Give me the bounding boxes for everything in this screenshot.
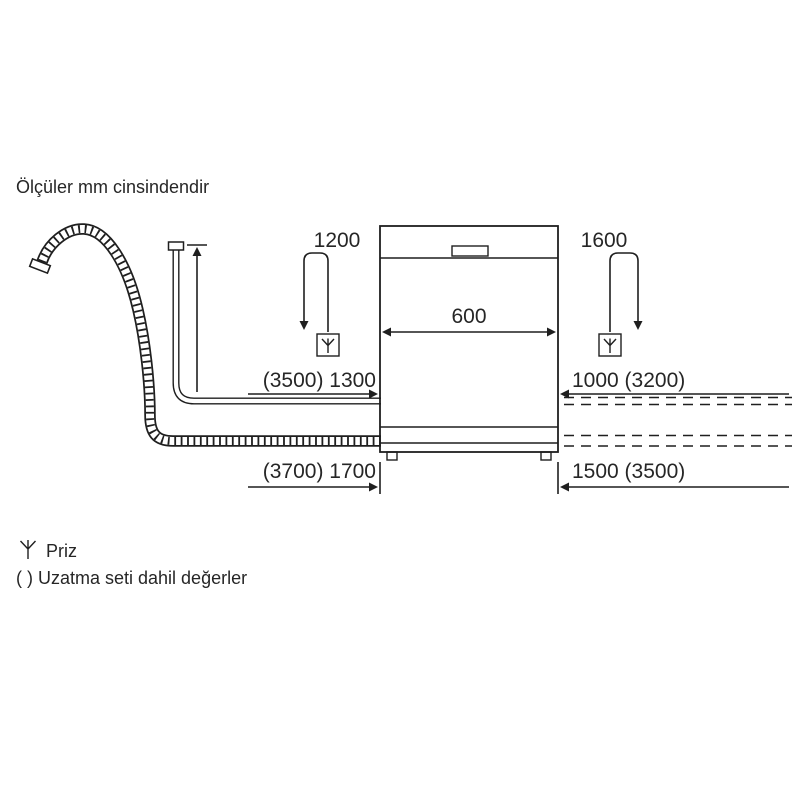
dimension-socket-height-right: 1600 [581,229,643,357]
dimension-drain-right: 1500 (3500) [560,460,789,492]
projection-lines [379,462,559,494]
arrow-right-icon [369,389,378,399]
diagram-title: Ölçüler mm cinsindendir [16,177,209,197]
supply-hose [167,241,381,405]
arrow-left-icon [560,389,569,399]
dishwasher-body [379,225,559,453]
arrow-left-icon [382,327,391,337]
arrow-right-icon [369,482,378,492]
drain-hose [28,223,381,447]
dimension-supply-left: (3500) 1300 [248,369,378,399]
socket-icon [603,338,617,353]
arrow-up-icon [192,247,202,256]
height-reference-line [187,244,207,392]
dimension-label: (3500) 1300 [263,369,376,392]
foot-right [540,451,552,461]
socket-box [316,333,340,357]
dishwasher [379,225,559,461]
drain-hose-corrugation [38,225,381,445]
drain-hose-end-cap [28,257,52,275]
drain-hose-inner [38,225,381,445]
dimension-drain-left: (3700) 1700 [248,460,378,492]
dimension-socket-height-left: 1200 [299,229,361,357]
socket-icon [19,540,37,559]
arrow-down-icon [633,321,643,330]
legend: Priz ( ) Uzatma seti dahil değerler [16,540,247,588]
dimension-label: 1600 [581,229,628,252]
supply-hose-inner [173,250,381,404]
socket-icon [321,338,335,353]
foot-left [386,451,398,461]
arrow-down-icon [299,321,309,330]
socket-left [316,333,340,357]
dimension-label: 1000 (3200) [572,369,685,392]
leader-line [609,252,639,332]
control-display [451,245,489,257]
dimension-label: 1200 [314,229,361,252]
arrow-left-icon [560,482,569,492]
dimension-appliance-width: 600 [382,305,556,337]
socket-box [598,333,622,357]
leader-line [303,252,329,332]
legend-note: ( ) Uzatma seti dahil değerler [16,568,247,588]
legend-socket-label: Priz [46,541,77,561]
dimension-supply-right: 1000 (3200) [560,369,789,399]
dimension-label: (3700) 1700 [263,460,376,483]
extension-hoses-dashed [564,396,792,447]
dimension-label: 600 [451,305,486,328]
arrow-right-icon [547,327,556,337]
supply-hose-end-cap [167,241,185,251]
dimension-label: 1500 (3500) [572,460,685,483]
socket-right [598,333,622,357]
drain-hose-outline [36,223,381,447]
